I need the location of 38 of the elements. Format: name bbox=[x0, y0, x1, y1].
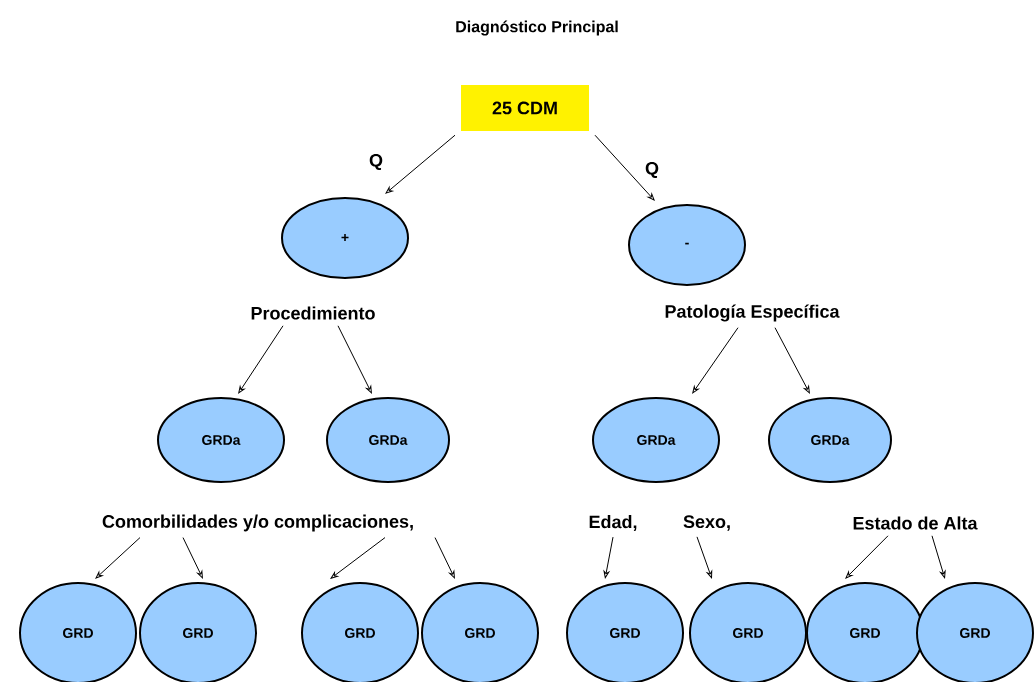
ellipse-node: GRD bbox=[301, 582, 419, 682]
ellipse-node: - bbox=[628, 204, 746, 286]
category-label: Patología Específica bbox=[665, 304, 840, 322]
ellipse-node: GRDa bbox=[326, 397, 450, 483]
ellipse-node: GRD bbox=[566, 582, 684, 682]
arrow bbox=[594, 134, 655, 201]
category-label: Estado de Alta bbox=[853, 516, 978, 530]
category-label: Procedimiento bbox=[251, 306, 375, 320]
arrow bbox=[696, 536, 713, 579]
arrow bbox=[774, 327, 810, 394]
arrow bbox=[385, 134, 456, 194]
arrow bbox=[931, 535, 946, 579]
ellipse-node: GRD bbox=[421, 582, 539, 682]
arrow bbox=[95, 537, 141, 579]
arrow bbox=[238, 325, 284, 394]
arrow bbox=[692, 327, 739, 394]
ellipse-node: GRD bbox=[916, 582, 1034, 682]
highlighted-label: 25 CDM bbox=[461, 85, 589, 131]
category-label: Comorbilidades y/o complicaciones, bbox=[102, 514, 413, 532]
arrow bbox=[337, 325, 372, 394]
ellipse-node: GRDa bbox=[157, 397, 285, 483]
ellipse-node: + bbox=[281, 197, 409, 279]
category-label: Edad, bbox=[589, 515, 637, 531]
edge-label: Q bbox=[368, 152, 384, 172]
arrow bbox=[182, 537, 203, 579]
category-label: Sexo, bbox=[683, 515, 730, 531]
ellipse-node: GRDa bbox=[592, 397, 720, 483]
title: Diagnóstico Principal bbox=[456, 20, 618, 36]
ellipse-node: GRD bbox=[689, 582, 807, 682]
ellipse-node: GRD bbox=[139, 582, 257, 682]
arrow bbox=[434, 537, 455, 579]
edge-label: Q bbox=[644, 160, 660, 180]
ellipse-node: GRDa bbox=[768, 397, 892, 483]
ellipse-node: GRD bbox=[806, 582, 924, 682]
ellipse-node: GRD bbox=[19, 582, 137, 682]
arrow bbox=[330, 537, 386, 579]
arrow bbox=[603, 536, 614, 579]
arrow bbox=[845, 535, 889, 579]
